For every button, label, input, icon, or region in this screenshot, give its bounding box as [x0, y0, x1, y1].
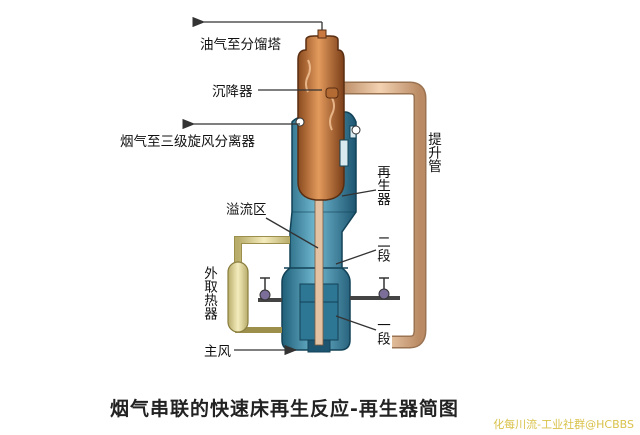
- watermark: 化每川流-工业社群@HCBBS: [493, 418, 634, 431]
- label-second-stage: 二段: [374, 235, 391, 262]
- label-settler: 沉降器: [212, 84, 253, 100]
- arrow-regenerator-leader: [341, 189, 377, 197]
- settler-vessel: [297, 29, 345, 201]
- riser-pipe: [340, 81, 427, 349]
- nozzle-right: [351, 125, 361, 135]
- label-oil-gas-to-fractionator: 油气至分馏塔: [200, 37, 281, 53]
- left-slide-valve: [258, 277, 282, 302]
- external-heat-remover-vessel: [227, 261, 249, 333]
- label-riser: 提升管: [425, 132, 442, 173]
- arrow-first-stage-leader: [335, 315, 377, 331]
- label-first-stage: 一段: [374, 318, 391, 345]
- arrow-second-stage-leader: [335, 249, 377, 265]
- label-regenerator: 再生器: [374, 165, 391, 206]
- label-flue-gas-to-cyclone: 烟气至三级旋风分离器: [120, 133, 255, 150]
- nozzle-left: [295, 117, 305, 127]
- diagram-caption: 烟气串联的快速床再生反应-再生器简图: [110, 398, 459, 420]
- flow-arrows: [182, 16, 377, 356]
- arrow-overflow-leader: [265, 217, 319, 249]
- label-main-air: 主风: [204, 344, 231, 360]
- label-overflow-zone: 溢流区: [226, 202, 267, 218]
- right-slide-valve: [350, 277, 400, 300]
- label-external-heat-remover: 外取热器: [201, 266, 218, 321]
